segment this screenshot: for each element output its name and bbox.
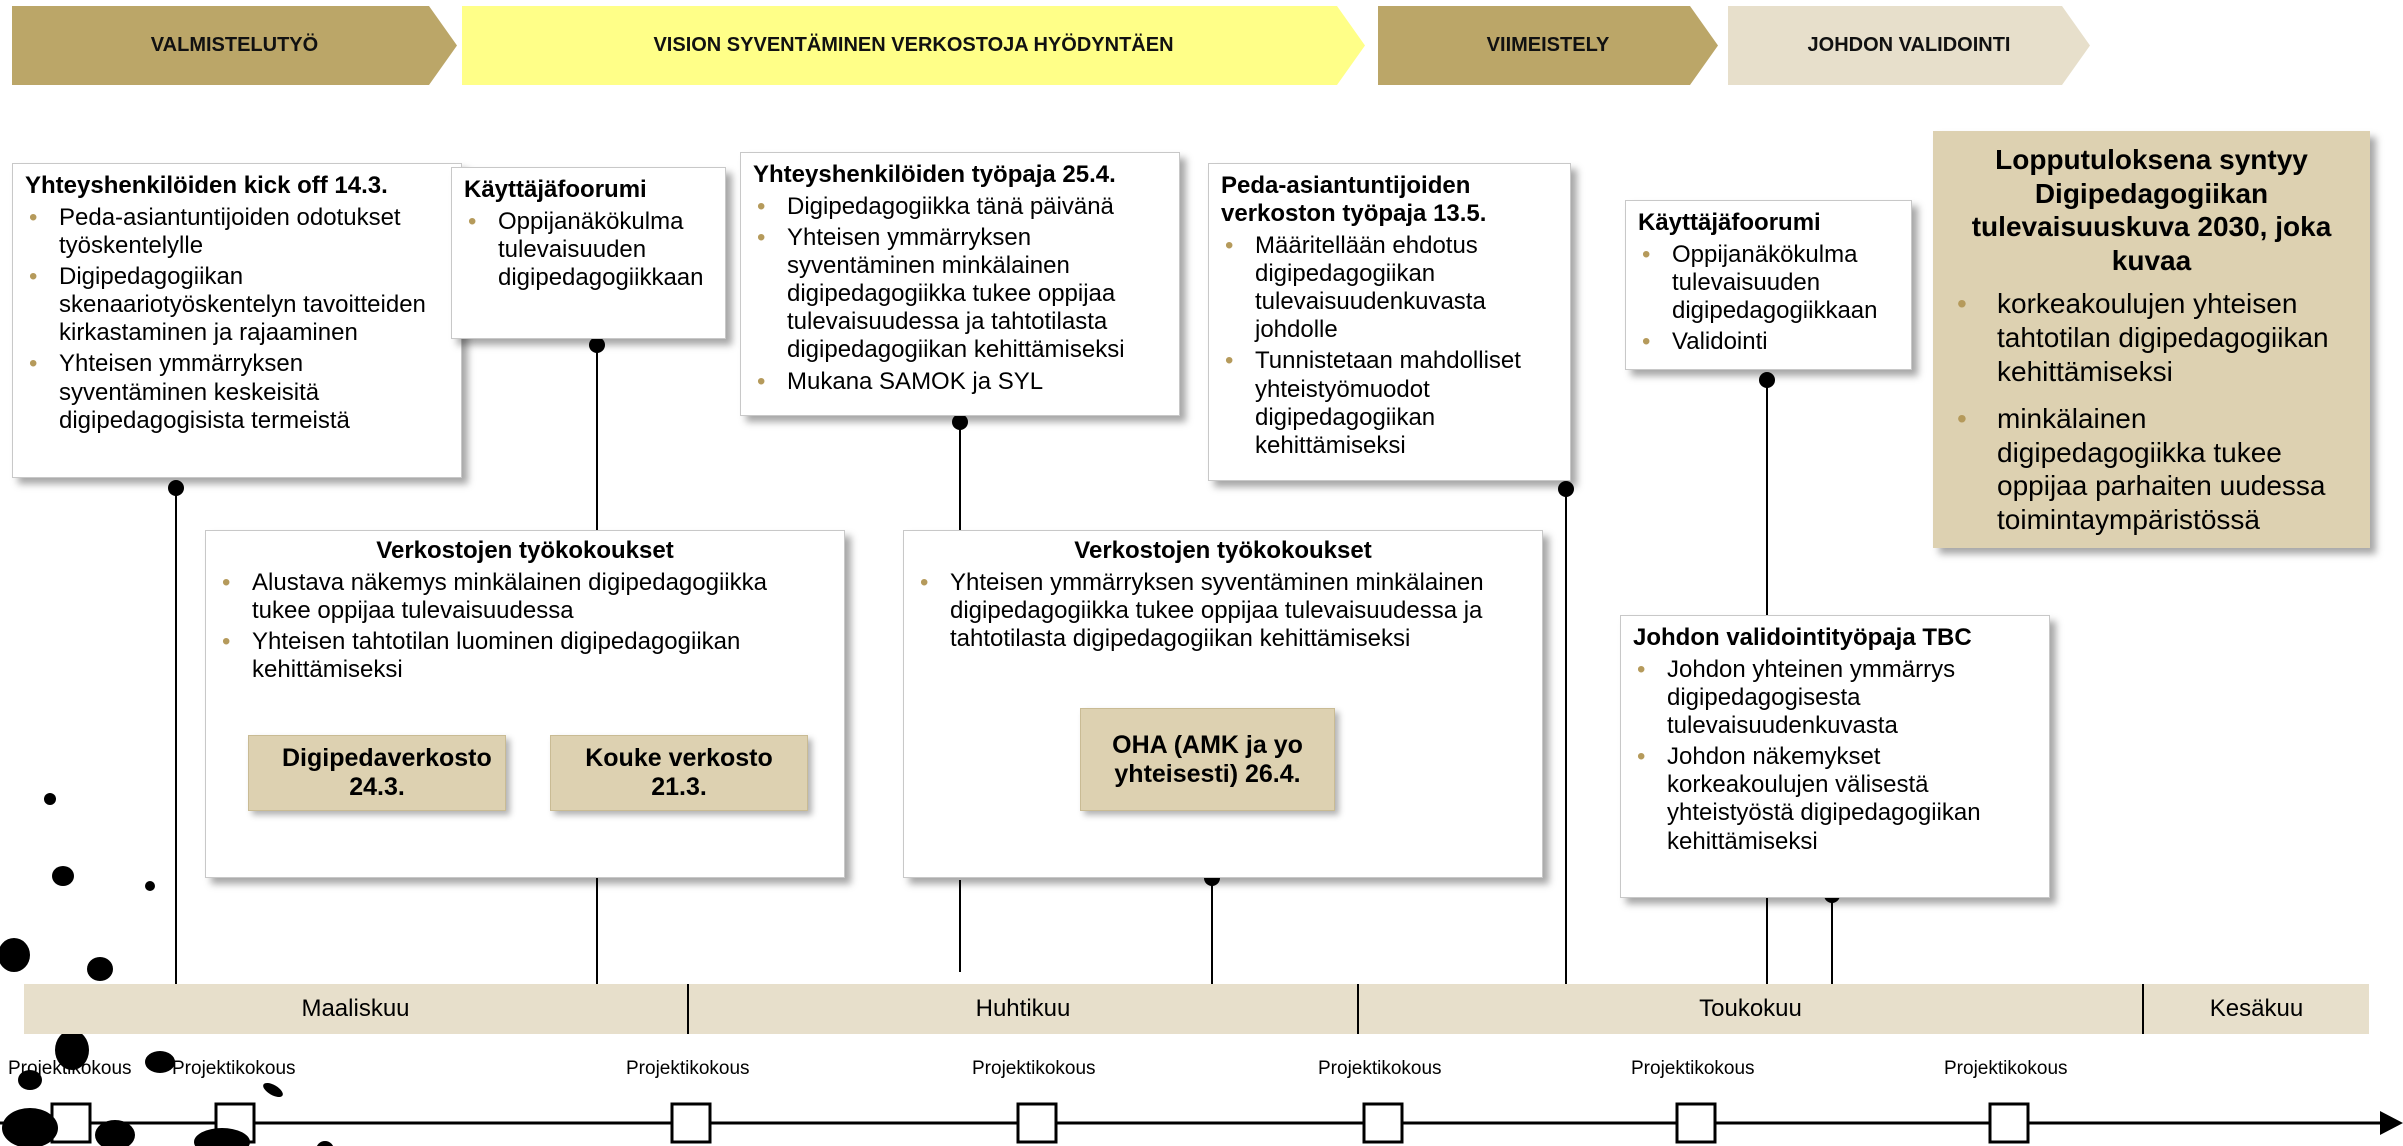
- bullet-item: Yhteisen ymmärryksen syventäminen keskei…: [25, 350, 449, 434]
- bullet-item: korkeakoulujen yhteisen tahtotilan digip…: [1953, 287, 2350, 388]
- event-title: Verkostojen työkokoukset: [376, 537, 674, 564]
- bullet-item: Yhteisen ymmärryksen syventäminen minkäl…: [916, 569, 1530, 653]
- phase-valmistelu: VALMISTELUTYÖ: [12, 6, 457, 85]
- meeting-label: Projektikokous: [626, 1058, 750, 1079]
- month-kesakuu: Kesäkuu: [2209, 995, 2304, 1022]
- event-user-forum-1: Käyttäjäfoorumi Oppijanäkökulma tulevais…: [451, 167, 726, 339]
- event-title: Käyttäjäfoorumi: [464, 176, 647, 203]
- event-title: Peda-asiantuntijoiden verkoston työpaja …: [1221, 172, 1487, 228]
- phase-label: VIIMEISTELY: [1486, 34, 1610, 56]
- bullet-item: Validointi: [1638, 328, 1899, 356]
- event-kickoff: Yhteyshenkilöiden kick off 14.3. Peda-as…: [12, 163, 462, 478]
- network-digipedaverkosto: Digipedaverkosto 24.3.: [248, 735, 506, 811]
- meeting-label: Projektikokous: [1318, 1058, 1442, 1079]
- phase-label: VALMISTELUTYÖ: [150, 34, 319, 56]
- network-label: OHA (AMK ja yo yhteisesti) 26.4.: [1112, 730, 1303, 788]
- meeting-label: Projektikokous: [972, 1058, 1096, 1079]
- bullet-item: Digipedagogiikan skenaariotyöskentelyn t…: [25, 263, 449, 347]
- event-title: Verkostojen työkokoukset: [1074, 537, 1372, 564]
- network-label: Digipedaverkosto 24.3.: [282, 744, 492, 801]
- month-divider: [1357, 984, 1359, 1034]
- network-oha: OHA (AMK ja yo yhteisesti) 26.4.: [1080, 708, 1335, 811]
- meeting-label: Projektikokous: [1631, 1058, 1755, 1079]
- ink-splatter-decoration: [0, 793, 334, 1146]
- bullet-item: Yhteisen tahtotilan luominen digipedagog…: [218, 628, 832, 684]
- event-contacts-workshop: Yhteyshenkilöiden työpaja 25.4. Digipeda…: [740, 152, 1180, 416]
- month-toukokuu: Toukokuu: [1699, 995, 1802, 1022]
- phase-vision: VISION SYVENTÄMINEN VERKOSTOJA HYÖDYNTÄE…: [462, 6, 1365, 85]
- network-kouke: Kouke verkosto 21.3.: [550, 735, 808, 811]
- phase-label: VISION SYVENTÄMINEN VERKOSTOJA HYÖDYNTÄE…: [653, 34, 1174, 56]
- event-peda-workshop: Peda-asiantuntijoiden verkoston työpaja …: [1208, 163, 1571, 481]
- event-title: Johdon validointityöpaja TBC: [1633, 624, 1972, 651]
- event-network-meetings-1: Verkostojen työkokoukset Alustava näkemy…: [205, 530, 845, 878]
- bullet-item: Peda-asiantuntijoiden odotukset työskent…: [25, 204, 449, 260]
- outcome-box: Lopputuloksena syntyy Digipedagogiikan t…: [1933, 131, 2370, 548]
- bullet-item: Johdon näkemykset korkeakoulujen välises…: [1633, 743, 2037, 855]
- phase-johdon-validointi: JOHDON VALIDOINTI: [1728, 6, 2090, 85]
- meeting-label: Projektikokous: [8, 1058, 132, 1079]
- month-huhtikuu: Huhtikuu: [975, 995, 1071, 1022]
- month-divider: [2142, 984, 2144, 1034]
- event-title: Yhteyshenkilöiden työpaja 25.4.: [753, 161, 1116, 188]
- months-bar: Maaliskuu Huhtikuu Toukokuu Kesäkuu: [24, 984, 2369, 1034]
- meeting-label: Projektikokous: [1944, 1058, 2068, 1079]
- bullet-item: Tunnistetaan mahdolliset yhteistyömuodot…: [1221, 347, 1558, 459]
- bullet-item: Oppijanäkökulma tulevaisuuden digipedago…: [1638, 241, 1899, 325]
- bullet-item: Oppijanäkökulma tulevaisuuden digipedago…: [464, 208, 713, 292]
- event-management-validation: Johdon validointityöpaja TBC Johdon yhte…: [1620, 615, 2050, 898]
- bullet-item: Johdon yhteinen ymmärrys digipedagogises…: [1633, 656, 2037, 740]
- event-network-meetings-2: Verkostojen työkokoukset Yhteisen ymmärr…: [903, 530, 1543, 878]
- month-maaliskuu: Maaliskuu: [301, 995, 410, 1022]
- phase-viimeistely: VIIMEISTELY: [1378, 6, 1718, 85]
- event-title: Käyttäjäfoorumi: [1638, 209, 1821, 236]
- meeting-label: Projektikokous: [172, 1058, 296, 1079]
- bullet-item: Mukana SAMOK ja SYL: [753, 368, 1167, 396]
- month-divider: [687, 984, 689, 1034]
- bullet-item: Digipedagogiikka tänä päivänä: [753, 193, 1167, 221]
- phase-label: JOHDON VALIDOINTI: [1807, 34, 2011, 56]
- network-label: Kouke verkosto 21.3.: [585, 744, 773, 801]
- bullet-item: Määritellään ehdotus digipedagogiikan tu…: [1221, 232, 1558, 344]
- bullet-item: minkälainen digipedagogiikka tukee oppij…: [1953, 402, 2350, 536]
- event-user-forum-2: Käyttäjäfoorumi Oppijanäkökulma tulevais…: [1625, 200, 1912, 370]
- outcome-title: Lopputuloksena syntyy Digipedagogiikan t…: [1971, 144, 2332, 276]
- bullet-item: Yhteisen ymmärryksen syventäminen minkäl…: [753, 224, 1167, 364]
- bullet-item: Alustava näkemys minkälainen digipedagog…: [218, 569, 832, 625]
- event-title: Yhteyshenkilöiden kick off 14.3.: [25, 172, 388, 199]
